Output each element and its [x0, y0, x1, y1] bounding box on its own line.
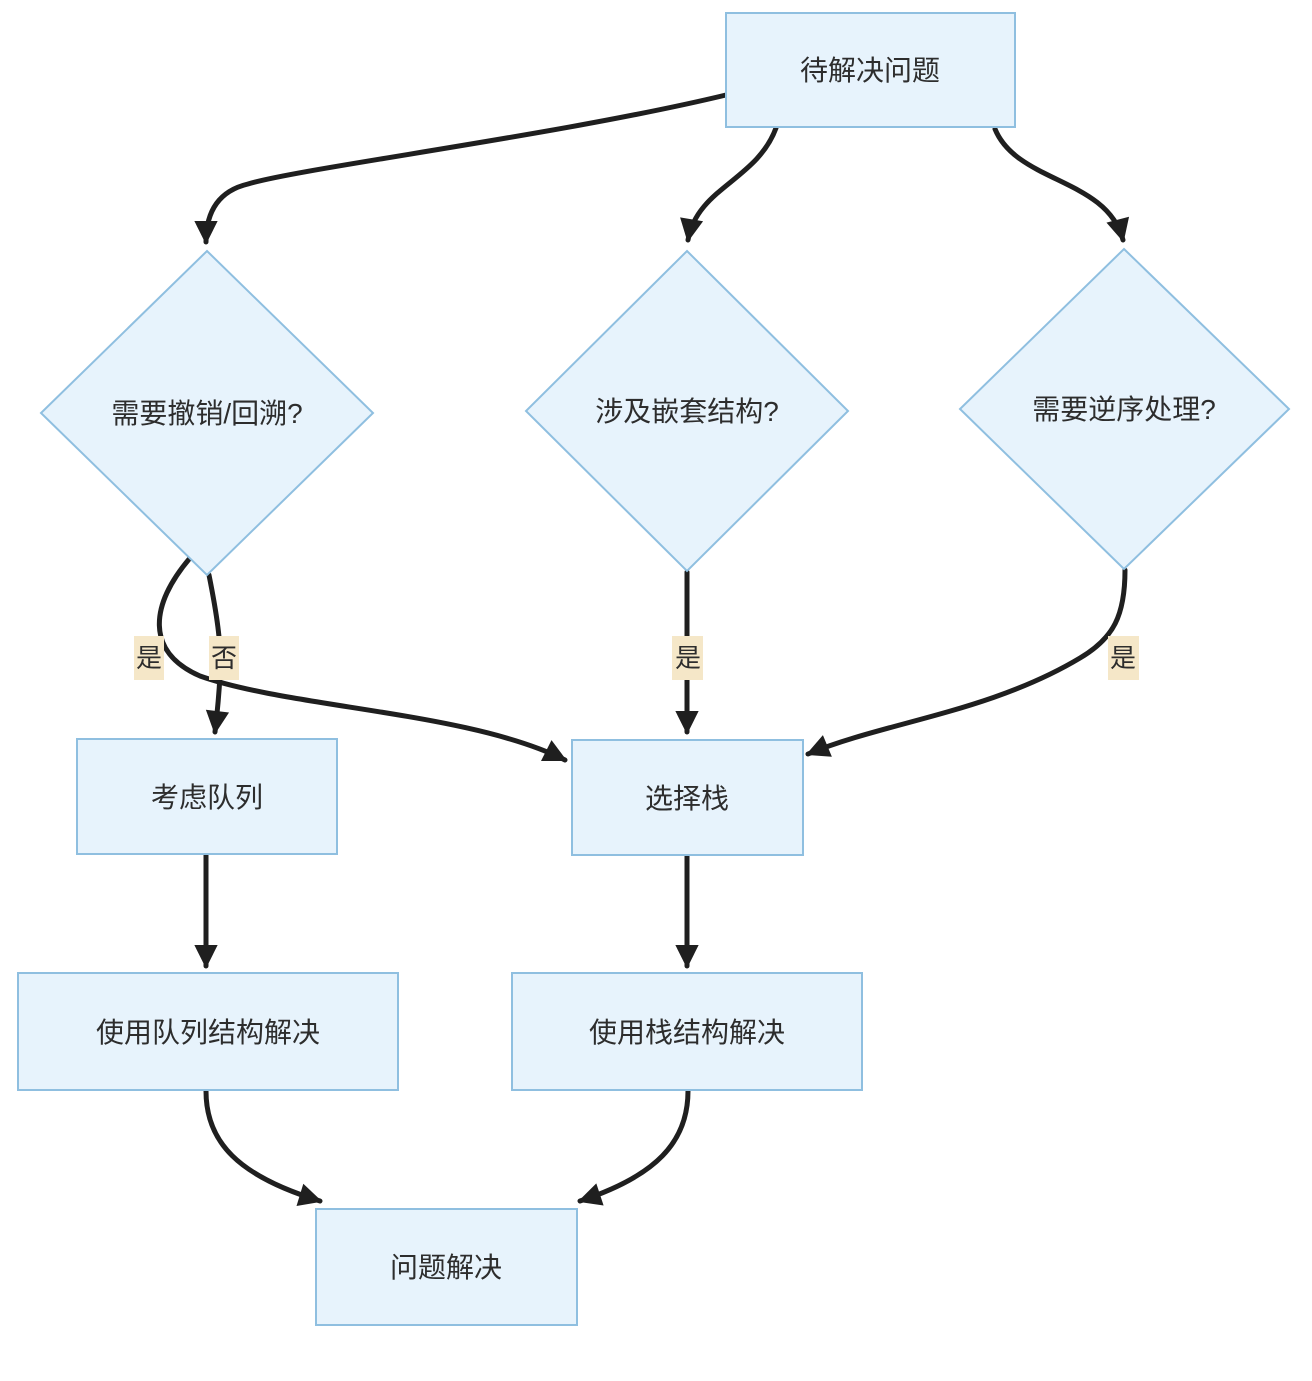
edge-label-undo-yes-text: 是 [136, 643, 162, 673]
edge-start-to-decision-nested [680, 125, 779, 243]
node-decision-reverse-shape [958, 247, 1291, 571]
node-problem-solved: 问题解决 [315, 1208, 578, 1326]
edge-decision-undo-yes-to-choose-stack [156, 555, 568, 763]
node-decision-nested-label: 涉及嵌套结构? [595, 396, 779, 427]
node-start: 待解决问题 [725, 12, 1016, 128]
edge-label-undo-no: 否 [209, 636, 239, 680]
edge-solve-with-stack-to-problem-solved [577, 1088, 691, 1206]
node-consider-queue: 考虑队列 [76, 738, 338, 855]
edge-label-undo-no-bg [209, 636, 239, 680]
edge-label-nested-yes: 是 [672, 636, 703, 680]
node-solve-with-stack-shape [511, 972, 863, 1091]
node-consider-queue-shape [76, 738, 338, 855]
node-decision-undo-label: 需要撤销/回溯? [111, 398, 302, 429]
node-problem-solved-label: 问题解决 [390, 1252, 502, 1283]
node-problem-solved-shape [315, 1208, 578, 1326]
node-solve-with-stack-label: 使用栈结构解决 [589, 1017, 785, 1048]
edge-label-nested-yes-text: 是 [675, 643, 701, 673]
edge-label-reverse-yes-bg [1108, 636, 1139, 680]
edge-start-to-decision-undo [194, 92, 729, 245]
node-start-label: 待解决问题 [800, 55, 940, 86]
node-solve-with-queue: 使用队列结构解决 [17, 972, 399, 1091]
node-choose-stack-shape [571, 739, 804, 856]
edge-start-to-decision-reverse [992, 126, 1130, 243]
edge-labels: 是 否 是 是 [134, 636, 1139, 680]
node-decision-nested-shape [524, 249, 850, 573]
node-decision-undo-shape [39, 249, 375, 577]
node-decision-nested: 涉及嵌套结构? [524, 249, 850, 573]
edge-solve-with-queue-to-problem-solved [203, 1088, 323, 1207]
nodes: 待解决问题 需要撤销/回溯? 涉及嵌套结构? 需要逆序处理? 考虑队列 选择栈 [17, 12, 1291, 1326]
node-start-shape [725, 12, 1016, 128]
node-solve-with-queue-label: 使用队列结构解决 [96, 1017, 320, 1048]
edge-decision-reverse-yes-to-choose-stack [805, 567, 1128, 757]
node-solve-with-queue-shape [17, 972, 399, 1091]
edge-label-undo-yes: 是 [134, 636, 164, 680]
edge-label-reverse-yes: 是 [1108, 636, 1139, 680]
edge-label-undo-no-text: 否 [211, 643, 237, 673]
node-decision-reverse-label: 需要逆序处理? [1032, 394, 1216, 425]
node-solve-with-stack: 使用栈结构解决 [511, 972, 863, 1091]
node-choose-stack-label: 选择栈 [645, 783, 729, 814]
edge-label-reverse-yes-text: 是 [1110, 643, 1136, 673]
node-choose-stack: 选择栈 [571, 739, 804, 856]
node-decision-reverse: 需要逆序处理? [958, 247, 1291, 571]
edge-label-nested-yes-bg [672, 636, 703, 680]
edge-label-undo-yes-bg [134, 636, 164, 680]
node-decision-undo: 需要撤销/回溯? [39, 249, 375, 577]
node-consider-queue-label: 考虑队列 [151, 782, 263, 813]
